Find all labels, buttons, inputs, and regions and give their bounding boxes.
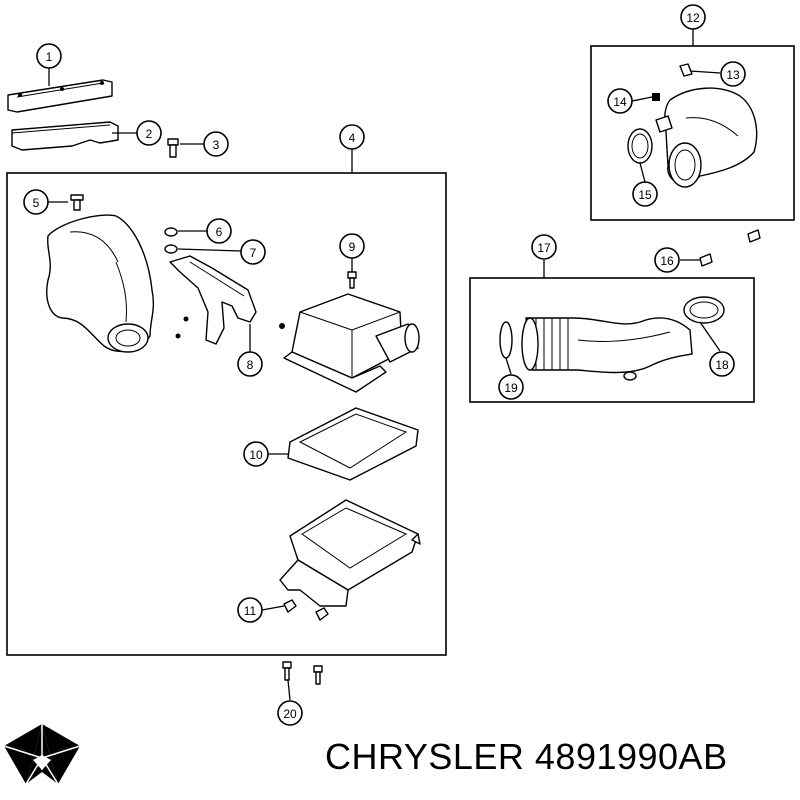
svg-text:8: 8 <box>247 358 254 372</box>
callout-3: 3 <box>203 131 229 157</box>
callout-12: 12 <box>680 4 706 30</box>
callout-17: 17 <box>531 234 557 260</box>
callout-15: 15 <box>632 181 658 207</box>
callout-2: 2 <box>136 120 162 146</box>
svg-text:14: 14 <box>613 95 627 109</box>
svg-text:17: 17 <box>537 241 551 255</box>
part-20-studs <box>282 661 323 685</box>
svg-text:6: 6 <box>216 225 223 239</box>
part-15-seal-ring <box>627 128 653 164</box>
callout-11: 11 <box>237 597 263 623</box>
air-duct <box>46 214 155 353</box>
chrysler-pentastar-logo <box>3 724 81 785</box>
part-13-clip <box>679 63 693 77</box>
part-19-clamp <box>499 321 513 359</box>
part-2-shield <box>11 121 119 151</box>
svg-text:9: 9 <box>349 240 356 254</box>
svg-text:13: 13 <box>726 68 740 82</box>
resonator-housing <box>655 87 758 188</box>
leader-lines <box>48 29 721 701</box>
callout-9: 9 <box>339 233 365 259</box>
part-7-grommet <box>164 244 178 254</box>
part-1-rail <box>7 79 113 113</box>
part-18-clamp <box>683 296 725 324</box>
svg-text:15: 15 <box>638 188 652 202</box>
svg-text:7: 7 <box>250 246 257 260</box>
svg-text:2: 2 <box>146 127 153 141</box>
callout-4: 4 <box>339 124 365 150</box>
part-14-grommet <box>652 93 660 101</box>
callout-16: 16 <box>654 247 680 273</box>
part-9-bolt <box>347 271 357 289</box>
callout-18: 18 <box>709 351 735 377</box>
svg-text:3: 3 <box>213 138 220 152</box>
callout-8: 8 <box>237 351 263 377</box>
air-box-cover <box>279 293 420 393</box>
svg-text:12: 12 <box>686 11 700 25</box>
svg-text:16: 16 <box>660 254 674 268</box>
part-5-screw <box>70 194 84 211</box>
part-16-bolts <box>699 229 761 267</box>
svg-text:5: 5 <box>33 196 40 210</box>
part-10-air-filter <box>287 407 419 481</box>
part-8-bracket <box>169 255 257 345</box>
svg-text:10: 10 <box>249 448 263 462</box>
part-6-clip <box>164 227 178 237</box>
callout-1: 1 <box>36 43 62 69</box>
assembly-frame-17 <box>469 277 755 403</box>
callout-5: 5 <box>23 189 49 215</box>
callout-7: 7 <box>240 239 266 265</box>
callout-10: 10 <box>243 441 269 467</box>
part-3-bolt <box>167 138 179 158</box>
brand-part-number: CHRYSLER 4891990AB <box>325 736 728 777</box>
intake-hose <box>521 317 693 381</box>
callout-19: 19 <box>498 374 524 400</box>
svg-text:18: 18 <box>715 358 729 372</box>
assembly-frame-4 <box>6 172 447 656</box>
svg-text:11: 11 <box>244 604 257 618</box>
svg-text:20: 20 <box>283 707 297 721</box>
svg-text:4: 4 <box>349 131 356 145</box>
callout-20: 20 <box>277 700 303 726</box>
air-box-lower <box>279 499 421 607</box>
part-11-nuts <box>283 599 329 621</box>
callout-13: 13 <box>720 61 746 87</box>
callout-14: 14 <box>607 88 633 114</box>
callout-6: 6 <box>206 218 232 244</box>
svg-text:1: 1 <box>46 50 53 64</box>
svg-text:19: 19 <box>504 381 518 395</box>
